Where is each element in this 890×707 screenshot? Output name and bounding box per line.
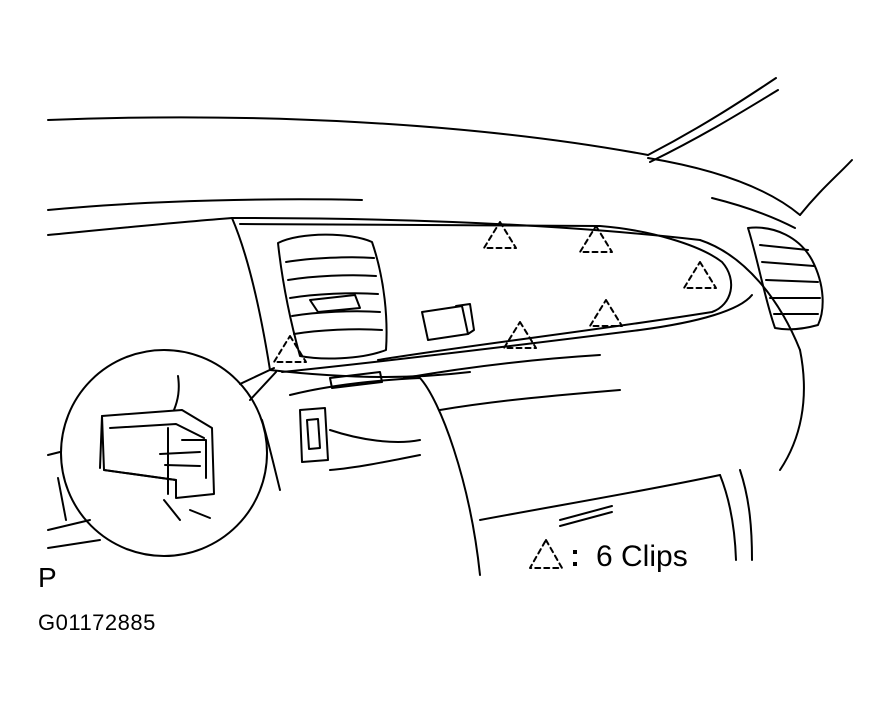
dashed-triangle-icon bbox=[529, 539, 563, 569]
lower-dash bbox=[261, 349, 805, 576]
upper-panel bbox=[239, 223, 753, 378]
clip-marker-4 bbox=[589, 299, 623, 327]
detail-magnifier bbox=[60, 349, 277, 557]
switch-box bbox=[421, 303, 475, 341]
side-vent-right bbox=[711, 197, 824, 331]
clip-marker-1 bbox=[483, 221, 517, 249]
left-edge-lines bbox=[47, 451, 101, 549]
legend-colon bbox=[573, 550, 577, 566]
clip-marker-5 bbox=[503, 321, 537, 349]
legend-label: 6 Clips bbox=[596, 540, 688, 573]
clip-marker-3 bbox=[683, 261, 717, 289]
clip-markers bbox=[273, 221, 717, 363]
corner-letter: P bbox=[38, 562, 57, 593]
dashboard-top bbox=[47, 198, 801, 371]
windshield-lines bbox=[47, 77, 853, 216]
center-vent-left bbox=[277, 233, 388, 360]
clip-marker-2 bbox=[579, 225, 613, 253]
clip-marker-6 bbox=[273, 335, 307, 363]
figure-id: G01172885 bbox=[38, 610, 156, 635]
